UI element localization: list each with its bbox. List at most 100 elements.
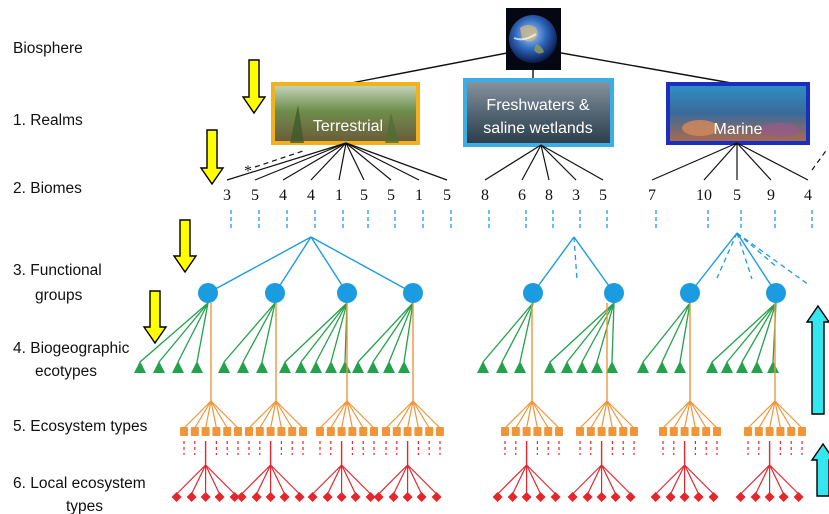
local-ecosystem-type — [650, 492, 661, 502]
ecotype-link — [519, 302, 534, 363]
local-ecosystem-type — [535, 492, 546, 502]
biome-count-terrestrial: 4 — [279, 187, 287, 204]
ecotype-link — [661, 302, 691, 363]
local-ecosystem-type — [492, 492, 503, 502]
level-label-functional-line1: 3. Functional — [13, 262, 102, 279]
local-ecosystem-type — [750, 492, 761, 502]
biogeographic-ecotype — [256, 361, 268, 373]
ecosystem-link — [769, 400, 776, 429]
ecosystem-type-box — [266, 427, 275, 436]
ecosystem-type-box — [630, 427, 638, 436]
local-link — [205, 464, 221, 495]
ecosystem-type-box — [765, 427, 774, 436]
ecosystem-type-box — [713, 427, 721, 436]
local-link — [176, 464, 207, 495]
biogeographic-ecotype — [339, 361, 351, 373]
ecosystem-link — [531, 400, 549, 429]
biogeographic-ecotype — [367, 361, 379, 373]
local-ecosystem-type — [416, 492, 427, 502]
biogeographic-ecotype — [576, 361, 588, 373]
ecotype-link — [330, 302, 348, 363]
level-label-functional-line2: groups — [35, 287, 83, 304]
local-link — [407, 464, 438, 495]
ecosystem-link — [601, 400, 608, 429]
ecosystem-type-box — [597, 427, 606, 436]
ecosystem-link — [526, 400, 533, 429]
local-link — [740, 464, 771, 495]
ecosystem-link — [531, 400, 538, 429]
level-label-local-line2: types — [66, 498, 103, 514]
ecosystem-link — [673, 400, 691, 429]
ecotype-link — [315, 302, 348, 363]
down-arrow-icon — [199, 129, 225, 186]
realm-freshwater-label-line2: saline wetlands — [483, 120, 592, 137]
ecosystem-type-box — [288, 427, 297, 436]
biome-count-marine: 5 — [733, 187, 741, 204]
functional-link — [207, 236, 312, 294]
functional-group-node — [337, 283, 357, 303]
realm-freshwater-label-line1: Freshwaters & — [486, 97, 589, 114]
level-label-biogeographic-line2: ecotypes — [35, 363, 97, 380]
ecosystem-link — [531, 400, 560, 429]
ecosystem-link — [259, 400, 277, 429]
ecosystem-type-box — [337, 427, 346, 436]
local-ecosystem-type — [236, 492, 247, 502]
ecotype-link — [177, 302, 209, 363]
ecotype-link — [756, 302, 777, 363]
local-ecosystem-type — [171, 492, 182, 502]
functional-group-node — [766, 283, 786, 303]
ecosystem-link — [689, 400, 696, 429]
local-ecosystem-type — [322, 492, 333, 502]
ecosystem-type-box — [223, 427, 232, 436]
biogeographic-ecotype — [514, 361, 526, 373]
ecosystem-link — [205, 400, 212, 429]
local-ecosystem-type — [350, 492, 361, 502]
ecotype-link — [711, 302, 777, 363]
down-arrow-icon — [241, 59, 267, 115]
biogeographic-ecotype — [134, 361, 146, 373]
asterisk: * — [244, 163, 252, 180]
ecosystem-link — [194, 400, 212, 429]
biogeographic-ecotype — [325, 361, 337, 373]
local-link — [572, 464, 603, 495]
realm-marine: Marine — [666, 82, 810, 145]
ecosystem-link — [346, 400, 375, 429]
local-ecosystem-type — [214, 492, 225, 502]
local-ecosystem-type — [764, 492, 775, 502]
local-link — [407, 464, 423, 495]
level-label-local-line1: 6. Local ecosystem — [13, 475, 146, 492]
local-link — [601, 464, 617, 495]
biogeographic-ecotype — [191, 361, 203, 373]
ecosystem-link — [689, 400, 718, 429]
ecosystem-type-box — [691, 427, 700, 436]
local-ecosystem-type — [265, 492, 276, 502]
biome-branch-terrestrial — [254, 142, 347, 181]
ecosystem-link — [248, 400, 277, 429]
biogeographic-ecotype — [721, 361, 733, 373]
biome-count-terrestrial: 1 — [335, 187, 343, 204]
local-ecosystem-type — [294, 492, 305, 502]
ecosystem-link — [590, 400, 608, 429]
local-ecosystem-type — [596, 492, 607, 502]
biogeographic-ecotype — [295, 361, 307, 373]
ecotype-link — [501, 302, 534, 363]
ecosystem-type-box — [245, 427, 253, 436]
local-link — [769, 464, 785, 495]
local-ecosystem-type — [200, 492, 211, 502]
local-ecosystem-type — [186, 492, 197, 502]
local-link — [684, 464, 715, 495]
ecotype-link — [642, 302, 691, 363]
ecotype-link — [196, 302, 209, 363]
ecotype-link — [741, 302, 777, 363]
biome-count-terrestrial: 3 — [223, 187, 231, 204]
ecosystem-type-box — [436, 427, 444, 436]
biome-branch-terrestrial — [282, 142, 347, 181]
biogeographic-ecotype — [477, 361, 489, 373]
biogeographic-ecotype — [751, 361, 763, 373]
ecosystem-link — [774, 400, 781, 429]
local-link — [684, 464, 700, 495]
local-link — [270, 464, 286, 495]
ecosystem-type-box — [382, 427, 390, 436]
functional-group-node — [604, 283, 624, 303]
